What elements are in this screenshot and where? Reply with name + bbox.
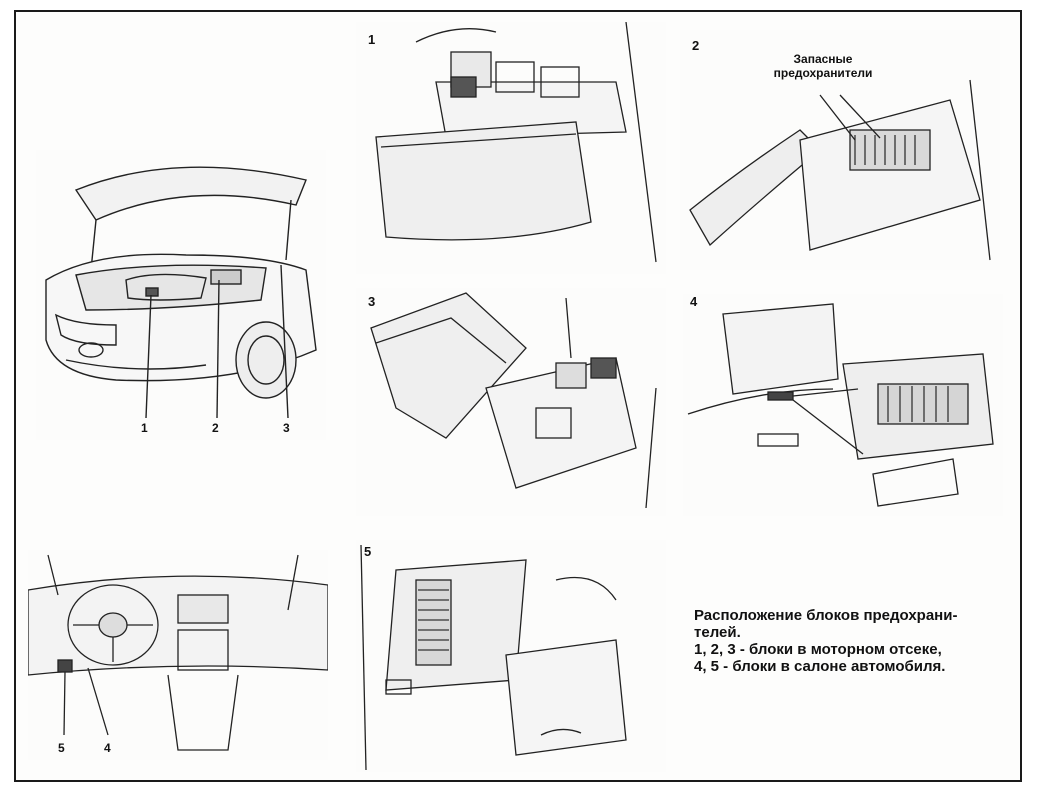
panel-number-4: 4 xyxy=(688,294,700,309)
fuse-box-4-drawing xyxy=(687,303,994,507)
fuse-box-2-illustration xyxy=(680,30,1000,270)
car-overview-illustration xyxy=(36,150,326,440)
car-drawing xyxy=(45,166,317,419)
dashboard-drawing xyxy=(28,554,328,751)
fuse-box-2-drawing xyxy=(689,79,991,261)
panel-number-3: 3 xyxy=(366,294,378,309)
caption-line-4: 4, 5 - блоки в салоне автомобиля. xyxy=(694,658,946,675)
spare-fuses-label-line1: Запасные xyxy=(793,52,853,66)
panel-number-2: 2 xyxy=(690,38,702,53)
fuse-box-4-illustration xyxy=(683,294,1003,516)
callout-2: 2 xyxy=(212,421,219,435)
callout-1: 1 xyxy=(141,421,148,435)
fuse-box-1-illustration xyxy=(356,22,666,274)
caption-line-1: Расположение блоков предохрани- xyxy=(694,607,958,624)
panel-number-1: 1 xyxy=(366,32,378,47)
callout-3: 3 xyxy=(283,421,290,435)
fuse-box-3-illustration xyxy=(356,288,666,516)
caption-line-2: телей. xyxy=(694,624,741,641)
dashboard-illustration xyxy=(28,550,328,760)
fuse-box-5-illustration xyxy=(356,540,666,772)
caption-line-3: 1, 2, 3 - блоки в моторном отсеке, xyxy=(694,641,942,658)
fuse-box-1-drawing xyxy=(375,22,657,263)
fuse-box-5-drawing xyxy=(360,544,627,771)
spare-fuses-label: Запасные предохранители xyxy=(748,52,898,80)
callout-4: 4 xyxy=(104,741,111,755)
figure-caption: Расположение блоков предохрани- телей. 1… xyxy=(694,607,1014,675)
callout-5: 5 xyxy=(58,741,65,755)
panel-number-5: 5 xyxy=(362,544,374,559)
fuse-box-3-drawing xyxy=(370,292,657,509)
spare-fuses-label-line2: предохранители xyxy=(773,66,873,80)
